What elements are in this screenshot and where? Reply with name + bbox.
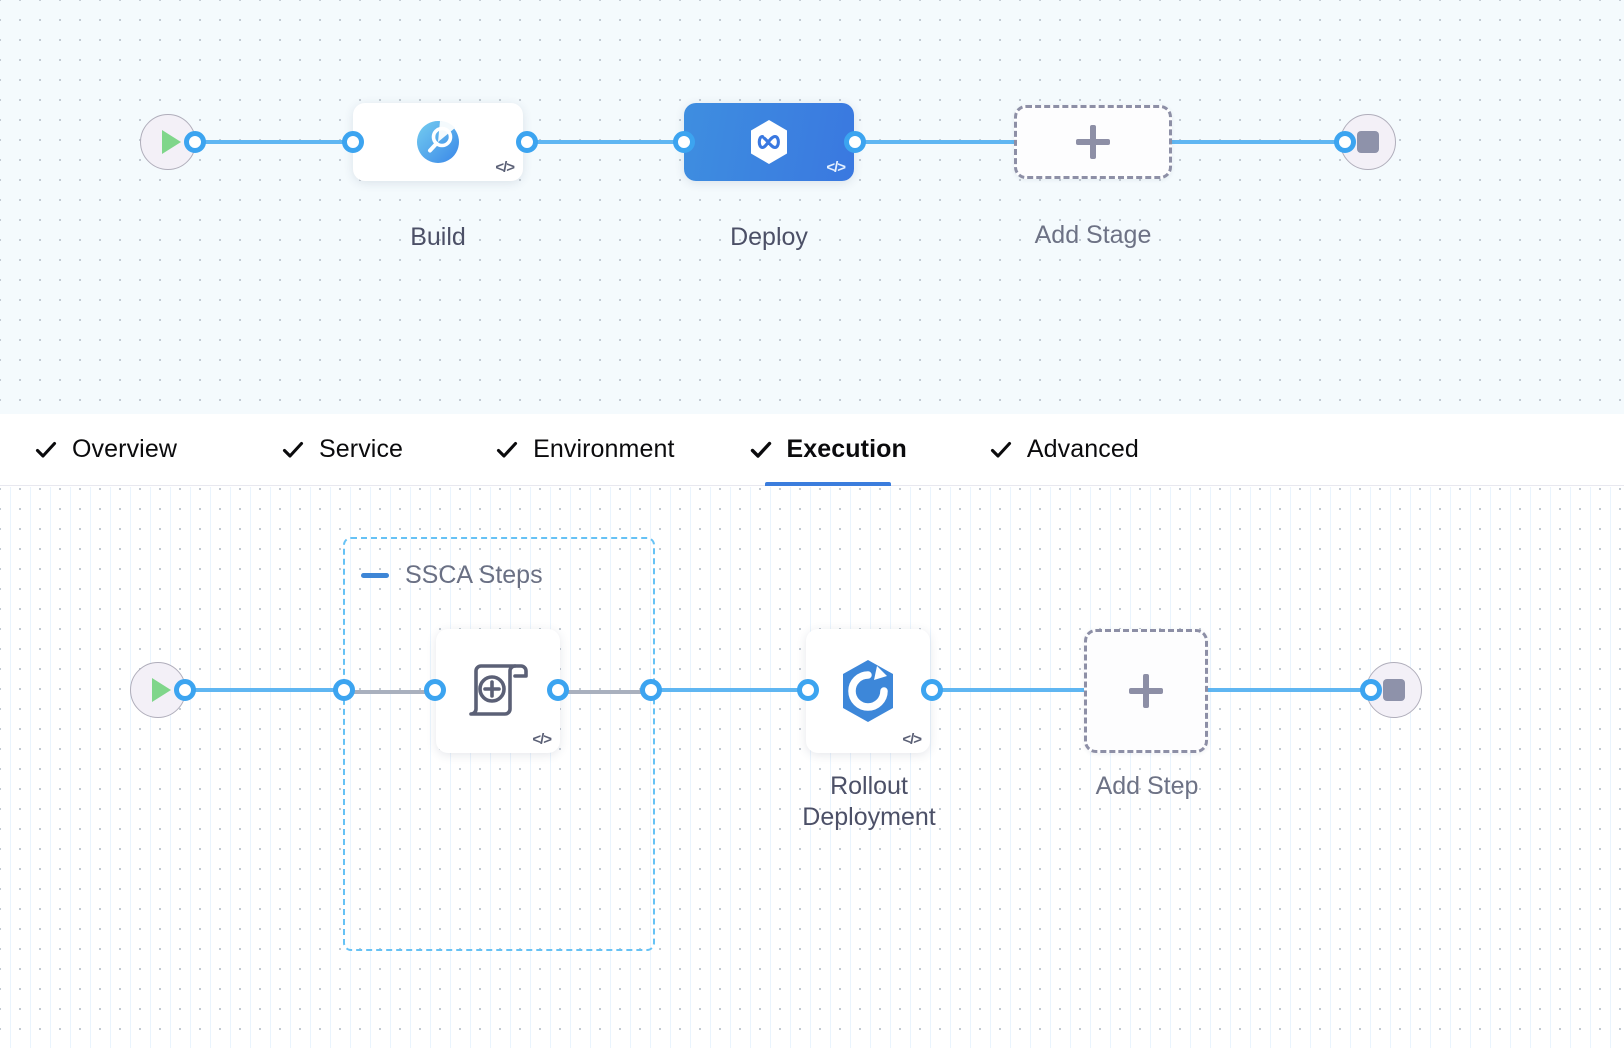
- step-label-rollout-deployment: Rollout Deployment: [802, 772, 936, 832]
- step-node-generate-sbom[interactable]: </>: [436, 629, 560, 753]
- check-icon: [497, 441, 518, 458]
- port-sbom-in[interactable]: [424, 679, 446, 701]
- step-node-rollout-deployment[interactable]: </>: [806, 629, 930, 753]
- edge-start-to-build: [186, 140, 361, 144]
- add-step-label: Add Step: [1095, 772, 1199, 800]
- edge-addstep-to-end: [1200, 688, 1380, 692]
- tab-label: Overview: [72, 435, 177, 463]
- stop-icon: [1357, 131, 1379, 153]
- tab-environment[interactable]: Environment: [489, 414, 680, 486]
- add-stage-button[interactable]: [1014, 105, 1172, 179]
- port-step-start-out[interactable]: [174, 679, 196, 701]
- edge-sbom-to-group-out: [560, 690, 654, 694]
- sbom-scroll-plus-icon: [469, 664, 528, 716]
- port-deploy-out[interactable]: [844, 131, 866, 153]
- tab-advanced[interactable]: Advanced: [983, 414, 1145, 486]
- pipeline-stage-canvas[interactable]: </> Build </> Deploy Add Stage: [0, 0, 1624, 414]
- tab-execution[interactable]: Execution: [743, 414, 913, 486]
- code-badge[interactable]: </>: [826, 159, 846, 176]
- play-icon: [151, 678, 171, 702]
- k8s-rollout-hexagon-icon: [843, 660, 893, 722]
- port-build-out[interactable]: [516, 131, 538, 153]
- tab-label: Execution: [786, 435, 907, 463]
- edge-addstage-to-end: [1160, 140, 1360, 144]
- edge-rollout-to-addstep: [930, 688, 1115, 692]
- code-badge[interactable]: </>: [495, 159, 515, 176]
- stage-label-build: Build: [410, 223, 466, 251]
- stage-label-deploy: Deploy: [730, 223, 808, 251]
- tab-label: Advanced: [1026, 435, 1139, 463]
- tab-label: Service: [319, 435, 404, 463]
- edge-group-in-to-sbom: [350, 690, 436, 694]
- check-icon: [990, 441, 1011, 458]
- tab-service[interactable]: Service: [275, 414, 409, 486]
- edge-group-to-rollout: [650, 688, 825, 692]
- port-group-out[interactable]: [640, 679, 662, 701]
- port-group-in[interactable]: [333, 679, 355, 701]
- add-stage-label: Add Stage: [1034, 221, 1152, 249]
- edge-start-to-group: [176, 688, 351, 692]
- add-step-button[interactable]: [1084, 629, 1208, 753]
- check-icon: [282, 441, 304, 458]
- plus-icon: [1076, 125, 1110, 159]
- harness-hexagon-infinity-icon: [751, 120, 787, 164]
- port-rollout-out[interactable]: [921, 679, 943, 701]
- step-group-title: SSCA Steps: [405, 561, 543, 589]
- port-step-end-in[interactable]: [1360, 679, 1382, 701]
- execution-step-canvas[interactable]: SSCA Steps </> Generate: [0, 487, 1624, 1048]
- port-start-out[interactable]: [184, 131, 206, 153]
- edge-build-to-deploy: [514, 140, 689, 144]
- tab-overview[interactable]: Overview: [28, 414, 183, 486]
- port-sbom-out[interactable]: [547, 679, 569, 701]
- step-group-ssca[interactable]: [343, 537, 655, 951]
- stop-icon: [1383, 679, 1405, 701]
- build-pie-magnifier-icon: [416, 121, 459, 163]
- port-deploy-in[interactable]: [673, 131, 695, 153]
- tab-label: Environment: [533, 435, 675, 463]
- port-end-in[interactable]: [1334, 131, 1356, 153]
- code-badge[interactable]: </>: [902, 731, 922, 748]
- check-icon: [35, 441, 57, 458]
- stage-node-deploy[interactable]: </>: [684, 103, 854, 181]
- code-badge[interactable]: </>: [532, 731, 552, 748]
- play-icon: [161, 130, 181, 154]
- plus-icon: [1129, 674, 1163, 708]
- check-icon: [750, 441, 771, 458]
- port-build-in[interactable]: [342, 131, 364, 153]
- stage-config-tabs: Overview Service Environment Execution A…: [0, 414, 1624, 486]
- port-rollout-in[interactable]: [797, 679, 819, 701]
- step-group-header[interactable]: SSCA Steps: [361, 561, 543, 590]
- edge-deploy-to-addstage: [842, 140, 1027, 144]
- stage-node-build[interactable]: </>: [353, 103, 523, 181]
- minus-icon[interactable]: [361, 573, 389, 578]
